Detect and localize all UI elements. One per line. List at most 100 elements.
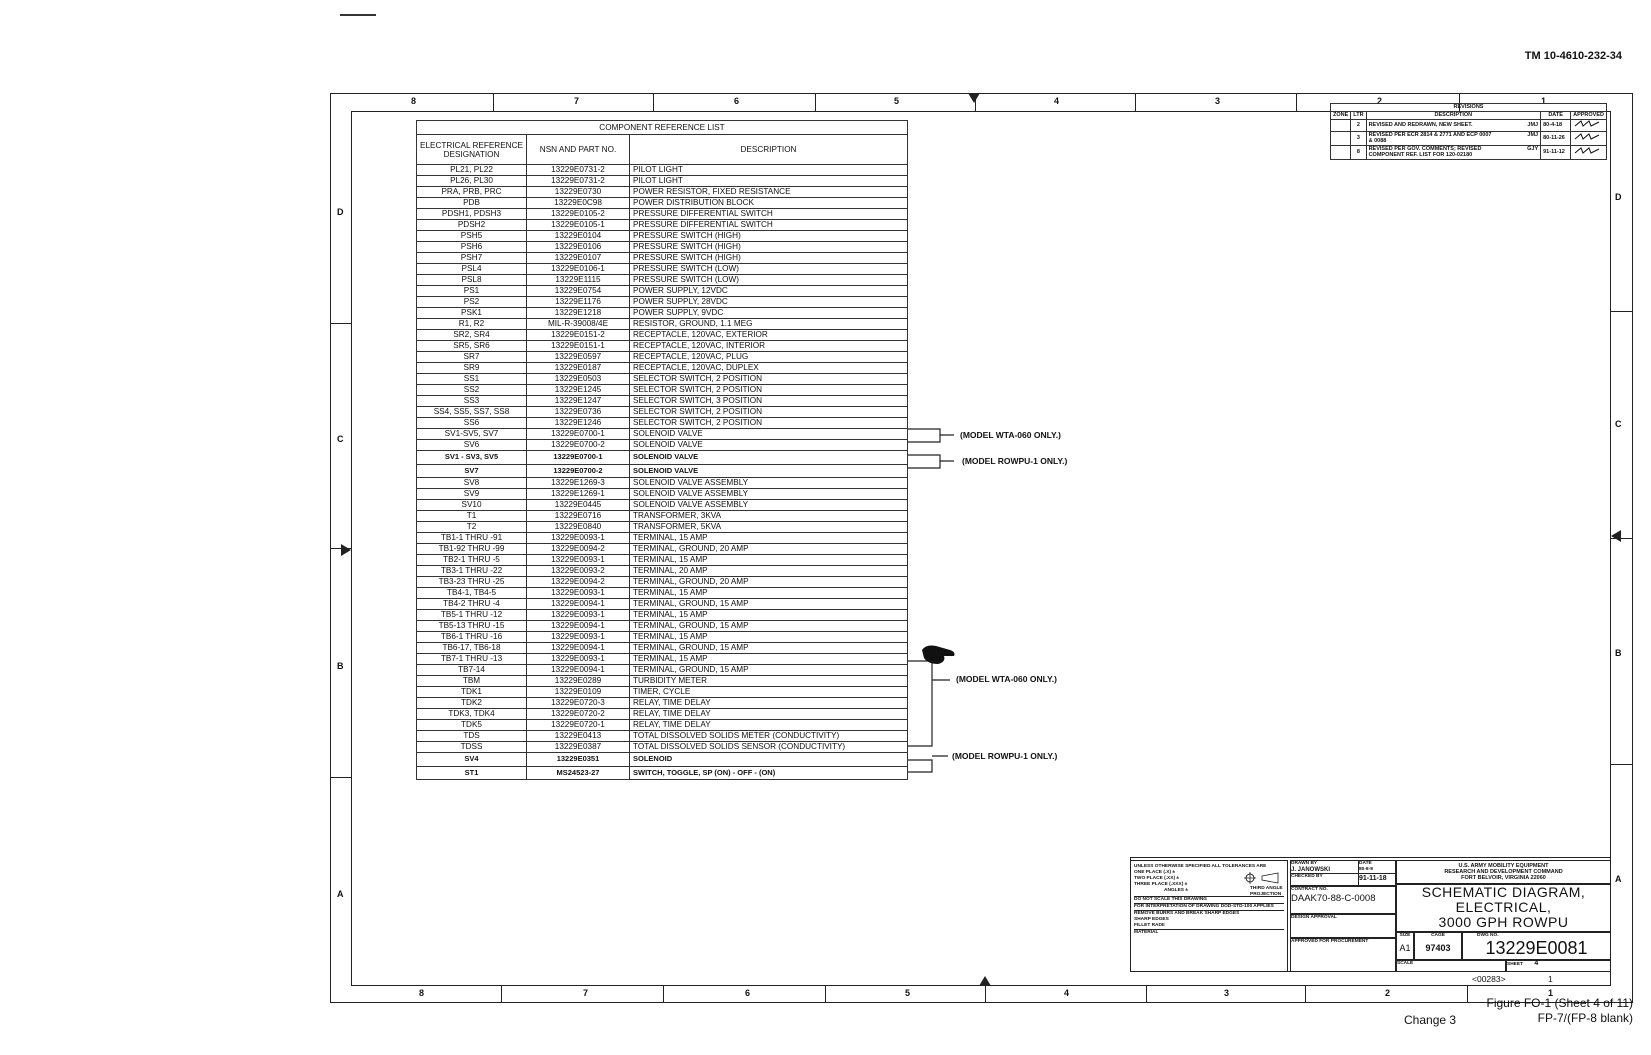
description-cell: SOLENOID VALVE ASSEMBLY — [629, 477, 908, 489]
rev-date: 80-4-18 — [1540, 119, 1572, 132]
col-header-part-no: NSN AND PART NO. — [526, 134, 630, 165]
designation-cell: PS2 — [416, 296, 527, 308]
part-no-cell: 13229E0094-1 — [526, 642, 630, 654]
designation-cell: TB3-23 THRU -25 — [416, 576, 527, 588]
rev-approved — [1570, 119, 1607, 132]
designation-cell: TDK5 — [416, 719, 527, 731]
description-cell: TOTAL DISSOLVED SOLIDS SENSOR (CONDUCTIV… — [629, 741, 908, 753]
cage-cell: CAGE 97403 — [1414, 932, 1462, 960]
designation-cell: TB5-1 THRU -12 — [416, 609, 527, 621]
doc-number: TM 10-4610-232-34 — [1524, 50, 1622, 62]
description-cell: SOLENOID VALVE — [629, 463, 908, 478]
zone-divider — [330, 323, 351, 324]
part-no-cell: 13229E0104 — [526, 230, 630, 242]
zone-divider — [330, 548, 351, 549]
part-no-cell: 13229E1245 — [526, 384, 630, 396]
part-no-cell: 13229E0093-1 — [526, 609, 630, 621]
note-rowpu-1: (MODEL ROWPU-1 ONLY.) — [952, 751, 1058, 761]
part-no-cell: 13229E1176 — [526, 296, 630, 308]
part-no-cell: 13229E0151-2 — [526, 329, 630, 341]
zone-divider — [330, 777, 351, 778]
part-no-cell: 13229E0720-3 — [526, 697, 630, 709]
part-no-cell: 13229E0107 — [526, 252, 630, 264]
part-no-cell: 13229E0093-1 — [526, 554, 630, 566]
description-cell: TERMINAL, 15 AMP — [629, 554, 908, 566]
designation-cell: PSK1 — [416, 307, 527, 319]
zone-divider — [493, 93, 494, 111]
designation-cell: TB1-92 THRU -99 — [416, 543, 527, 555]
designation-cell: TB4-1, TB4-5 — [416, 587, 527, 599]
dwg-no-cell: DWG NO. 13229E0081 — [1462, 932, 1611, 960]
part-no-cell: 13229E0094-1 — [526, 620, 630, 632]
part-no-cell: MIL-R-39008/4E — [526, 318, 630, 330]
description-cell: TERMINAL, 15 AMP — [629, 631, 908, 643]
part-no-cell: 13229E1247 — [526, 395, 630, 407]
description-cell: TRANSFORMER, 5KVA — [629, 521, 908, 533]
designation-cell: R1, R2 — [416, 318, 527, 330]
part-no-cell: 13229E0720-1 — [526, 719, 630, 731]
description-cell: TERMINAL, 15 AMP — [629, 609, 908, 621]
note-wta-060: (MODEL WTA-060 ONLY.) — [960, 430, 1061, 440]
description-cell: SOLENOID VALVE — [629, 428, 908, 440]
zone-col-label: 6 — [745, 988, 751, 998]
description-cell: SOLENOID VALVE — [629, 439, 908, 451]
part-no-cell: 13229E1269-1 — [526, 488, 630, 500]
designation-cell: SV1-SV5, SV7 — [416, 428, 527, 440]
zone-row-label: A — [1615, 874, 1622, 884]
zone-row-label: B — [337, 661, 344, 671]
designation-cell: TBM — [416, 675, 527, 687]
center-arrow — [341, 544, 351, 556]
designation-cell: PL21, PL22 — [416, 164, 527, 176]
part-no-cell: 13229E0700-2 — [526, 463, 630, 478]
designation-cell: SR5, SR6 — [416, 340, 527, 352]
designation-cell: TB7-14 — [416, 664, 527, 676]
part-no-cell: 13229E0840 — [526, 521, 630, 533]
description-cell: RELAY, TIME DELAY — [629, 697, 908, 709]
designation-cell: TDSS — [416, 741, 527, 753]
rev-date: 91-11-12 — [1540, 144, 1572, 160]
designation-cell: SS2 — [416, 384, 527, 396]
rev-zone — [1329, 119, 1352, 132]
scale-cell: SCALE — [1396, 960, 1506, 972]
part-no-cell: 13229E0106 — [526, 241, 630, 253]
center-arrow — [979, 976, 991, 986]
part-no-cell: 13229E0093-1 — [526, 653, 630, 665]
size-cell: SIZE A1 — [1396, 932, 1414, 960]
description-cell: TURBIDITY METER — [629, 675, 908, 687]
part-no-cell: 13229E0C98 — [526, 197, 630, 209]
zone-divider — [653, 93, 654, 111]
rev-col-header: DATE — [1540, 111, 1572, 120]
note-wta-060: (MODEL WTA-060 ONLY.) — [956, 674, 1057, 684]
description-cell: SOLENOID VALVE ASSEMBLY — [629, 499, 908, 511]
designation-cell: SV8 — [416, 477, 527, 489]
center-arrow — [1611, 530, 1621, 542]
part-no-cell: 13229E0187 — [526, 362, 630, 374]
agency-block: U.S. ARMY MOBILITY EQUIPMENT RESEARCH AN… — [1396, 860, 1611, 884]
